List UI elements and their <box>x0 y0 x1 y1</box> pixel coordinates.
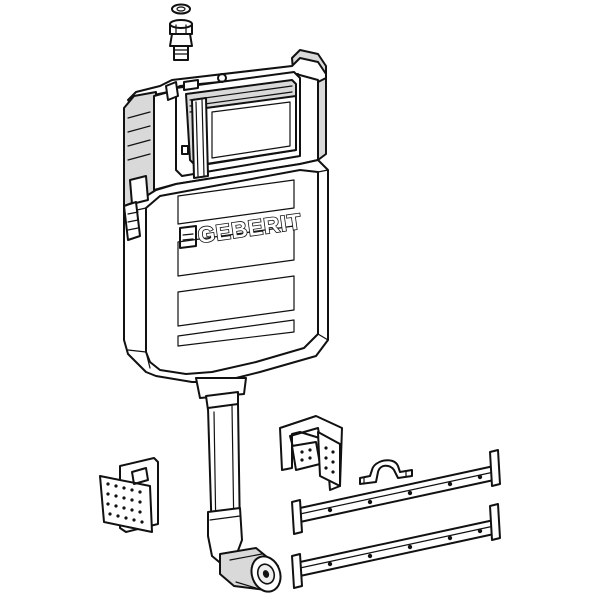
left-wall-bracket <box>99 457 159 533</box>
fixing-rail-lower <box>291 503 501 589</box>
logo-mark <box>179 225 197 249</box>
front-panel-bottom <box>177 319 295 347</box>
valve-seal-ring <box>171 3 191 15</box>
front-panel-lower <box>177 275 295 327</box>
fixing-rail-upper <box>291 449 501 535</box>
right-wall-bracket <box>279 415 343 491</box>
inspection-opening <box>165 71 301 179</box>
pipe-clamp <box>359 459 413 485</box>
pipe-elbow <box>207 507 282 593</box>
front-panel-top <box>177 179 295 225</box>
front-panel-middle <box>177 225 295 277</box>
flush-pipe <box>195 377 247 541</box>
water-connection-valve <box>169 3 193 61</box>
